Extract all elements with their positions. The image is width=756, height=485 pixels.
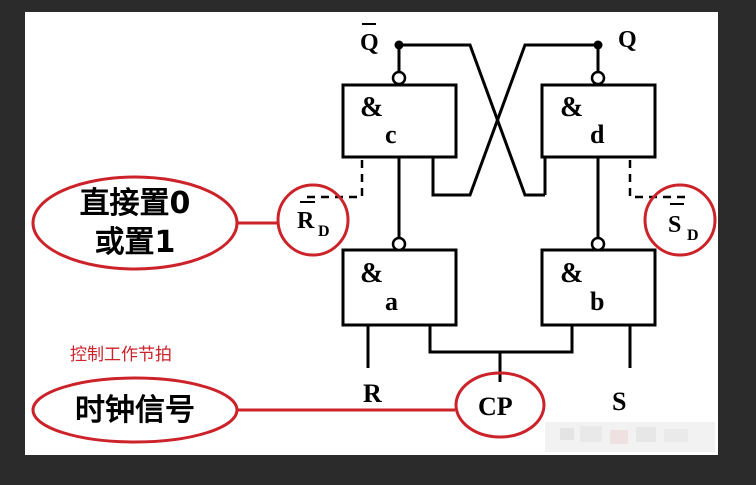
rd-subscript: D: [318, 223, 330, 240]
sd-subscript: D: [687, 227, 699, 244]
junction-qbar: [394, 40, 404, 50]
gate-c-label: c: [385, 120, 397, 149]
gate-d: & d: [540, 70, 657, 159]
gate-b-inverter-bubble: [590, 236, 606, 252]
s-input-label: S: [612, 387, 626, 416]
q-label: Q: [618, 27, 637, 53]
junction-q: [593, 40, 603, 50]
cp-input-label: CP: [478, 392, 513, 421]
wire-rd-dashed: [305, 160, 364, 199]
beat-control-text: 控制工作节拍: [70, 345, 172, 365]
gate-a-symbol: &: [360, 258, 383, 289]
rd-input-label: R D: [297, 201, 330, 240]
qbar-label: Q: [360, 30, 379, 56]
gate-b: & b: [540, 236, 657, 327]
blurred-watermark: [545, 422, 715, 452]
annotation-shapes: [31, 175, 717, 444]
r-input-label: R: [363, 379, 382, 408]
gate-b-label: b: [590, 287, 604, 316]
cp-ellipse: [454, 371, 546, 439]
rd-letter: R: [297, 208, 315, 234]
sd-input-label: S D: [668, 203, 699, 244]
output-qbar: Q: [360, 23, 379, 56]
sd-letter: S: [668, 212, 681, 238]
gate-d-label: d: [590, 120, 605, 149]
clock-signal-text: 时钟信号: [75, 393, 195, 428]
direct-set-text-line1: 直接置0: [80, 186, 191, 221]
gate-d-symbol: &: [560, 92, 583, 123]
gate-a-inverter-bubble: [391, 236, 407, 252]
gate-b-symbol: &: [560, 258, 583, 289]
wires: [366, 43, 632, 382]
gate-d-inverter-bubble: [590, 70, 606, 86]
rd-circle: [276, 183, 350, 257]
gate-c-inverter-bubble: [391, 70, 407, 86]
gate-a-label: a: [385, 287, 398, 316]
gate-c: & c: [341, 70, 458, 159]
gate-a: & a: [341, 236, 458, 327]
direct-set-text-line2: 或置1: [95, 225, 176, 260]
sd-circle: [643, 183, 717, 257]
dashed-direct-inputs: [305, 160, 690, 199]
wire-sd-dashed: [628, 160, 690, 199]
wire-q-feedback: [431, 43, 598, 197]
gate-c-symbol: &: [360, 92, 383, 123]
